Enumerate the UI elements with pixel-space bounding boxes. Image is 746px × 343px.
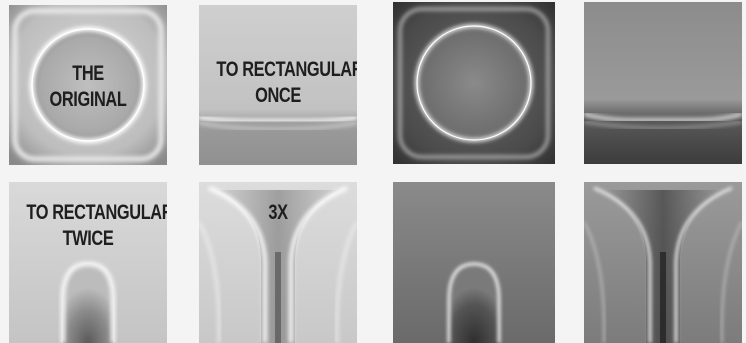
tile-rectangular-once-dark <box>584 2 742 164</box>
label-rect-twice-line-1: TO RECTANGULAR <box>26 200 149 226</box>
horizontal-band-dark-image <box>584 2 742 164</box>
tile-rectangular-once-light: TO RECTANGULAR ONCE <box>199 5 357 165</box>
label-three-x-line-1: 3X <box>216 200 339 226</box>
tile-rectangular-twice-dark <box>393 182 555 343</box>
tile-rectangular-twice-light: TO RECTANGULAR TWICE <box>9 182 167 343</box>
label-rect-once-line-1: TO RECTANGULAR <box>216 57 339 83</box>
tile-three-x-dark <box>584 182 742 343</box>
label-original: THE ORIGINAL <box>26 61 149 113</box>
tile-three-x-light: 3X <box>199 182 357 343</box>
label-rectangular-twice: TO RECTANGULAR TWICE <box>26 200 149 252</box>
circle-glow-dark-image <box>393 2 555 164</box>
arch-dark-image <box>393 182 555 343</box>
trumpet-dark-image <box>584 182 742 343</box>
label-rect-once-line-2: ONCE <box>216 83 339 109</box>
label-rect-twice-line-2: TWICE <box>26 226 149 252</box>
label-rectangular-once: TO RECTANGULAR ONCE <box>216 57 339 109</box>
tile-original-light: THE ORIGINAL <box>9 5 167 165</box>
tile-original-dark <box>393 2 555 164</box>
label-three-x: 3X <box>216 200 339 226</box>
label-original-line-1: THE <box>26 61 149 87</box>
label-original-line-2: ORIGINAL <box>26 87 149 113</box>
